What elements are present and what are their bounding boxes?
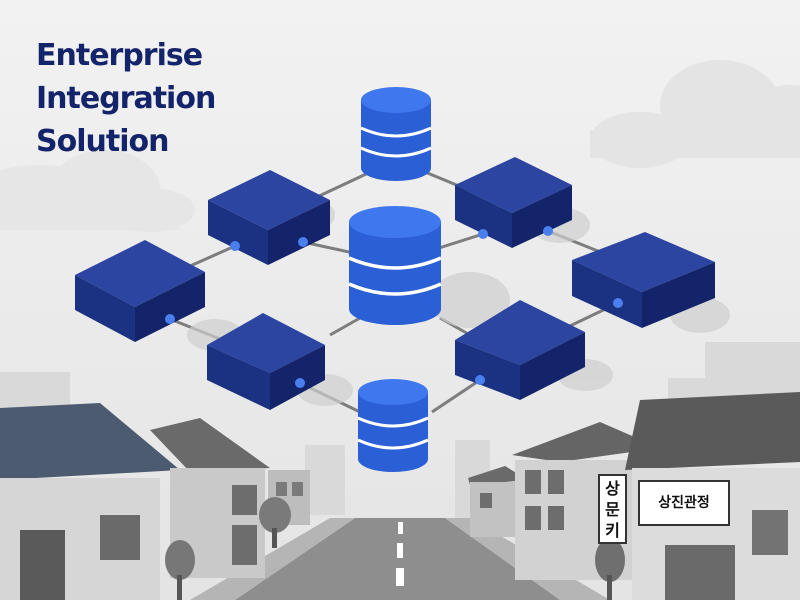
tree-left bbox=[165, 497, 291, 600]
house-left-middle bbox=[150, 418, 270, 578]
server-block-bottom-left bbox=[207, 313, 325, 410]
house-right-back bbox=[468, 466, 528, 537]
database-icon-bottom bbox=[357, 379, 429, 472]
vertical-sign-char-1: 상 bbox=[605, 479, 620, 498]
tree-right bbox=[595, 538, 625, 600]
horizontal-shop-sign: 상진관정 bbox=[638, 480, 730, 526]
cloud-left bbox=[0, 150, 195, 232]
database-icon-top bbox=[360, 87, 432, 181]
title-line-1: Enterprise bbox=[36, 38, 203, 73]
cloud-right bbox=[590, 60, 800, 168]
server-block-left bbox=[75, 240, 205, 342]
house-left-front bbox=[0, 403, 180, 600]
database-icon-center bbox=[348, 206, 442, 325]
connector-dots bbox=[165, 226, 623, 388]
title-line-3: Solution bbox=[36, 124, 169, 159]
vertical-shop-sign: 상 문 키 bbox=[598, 474, 627, 544]
server-block-top-left bbox=[208, 170, 330, 265]
title-line-2: Integration bbox=[36, 81, 216, 116]
server-block-right bbox=[572, 232, 715, 328]
server-block-bottom-right bbox=[455, 300, 585, 400]
house-right-middle bbox=[512, 422, 660, 580]
page-title: Enterprise Integration Solution bbox=[36, 34, 216, 163]
vertical-sign-char-2: 문 bbox=[605, 500, 620, 519]
vertical-sign-char-3: 키 bbox=[605, 521, 620, 540]
server-block-top-right bbox=[455, 157, 572, 248]
